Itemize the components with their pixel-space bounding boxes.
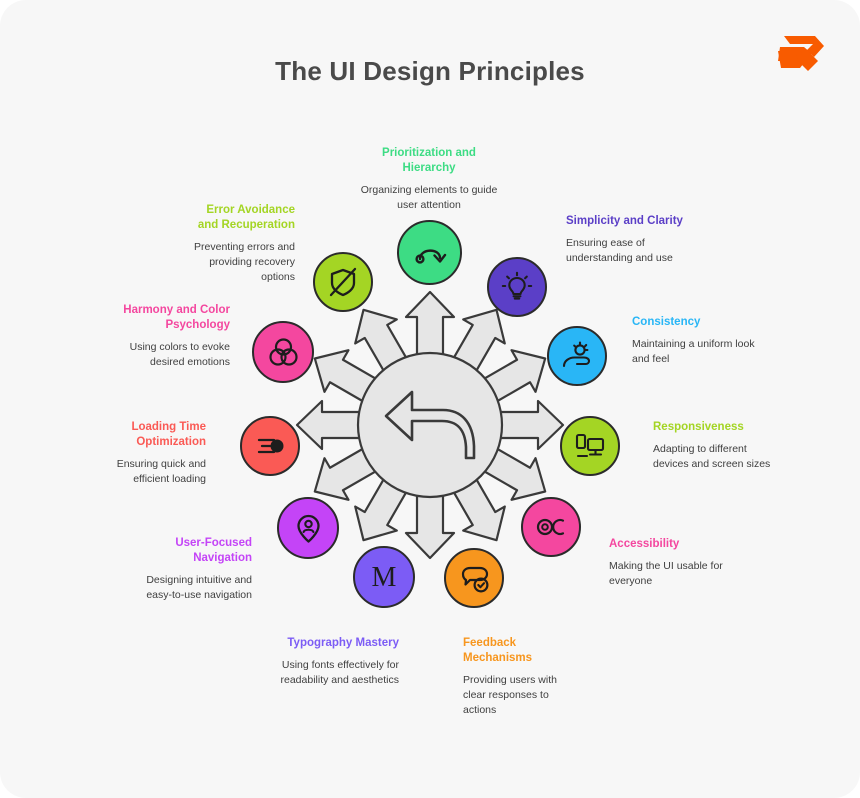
letter-m-icon: M <box>372 562 397 593</box>
label-desc: Designing intuitive and easy-to-use navi… <box>146 574 252 602</box>
label-simplicity-and-clarity: Simplicity and Clarity Ensuring ease of … <box>566 214 698 266</box>
node-typography-mastery[interactable]: M <box>353 546 415 608</box>
node-feedback-mechanisms[interactable] <box>444 548 504 608</box>
eye-contrast-icon <box>536 518 565 536</box>
label-title: Accessibility <box>609 538 680 550</box>
node-loading-time-optimization[interactable] <box>240 416 300 476</box>
label-desc: Preventing errors and providing recovery… <box>194 241 295 283</box>
color-wheel-icon <box>268 337 298 366</box>
page-title: The UI Design Principles <box>275 56 585 86</box>
label-desc: Maintaining a uniform look and feel <box>632 338 755 365</box>
label-title: Harmony and Color Psychology <box>123 304 230 332</box>
brand-logo-r-icon <box>774 30 826 74</box>
node-simplicity-and-clarity[interactable] <box>487 257 547 317</box>
label-title: Prioritization and Hierarchy <box>382 147 476 175</box>
label-title: Error Avoidance and Recuperation <box>197 204 295 232</box>
label-error-avoidance-and-recuperation: Error Avoidance and Recuperation Prevent… <box>185 203 295 284</box>
label-accessibility: Accessibility Making the UI usable for e… <box>609 537 735 589</box>
label-typography-mastery: Typography Mastery Using fonts effective… <box>277 636 400 688</box>
speech-bubble-check-icon <box>461 566 489 593</box>
node-error-avoidance-and-recuperation[interactable] <box>313 252 373 312</box>
node-user-focused-navigation[interactable] <box>277 497 339 559</box>
node-harmony-and-color-psychology[interactable] <box>252 321 314 383</box>
lightbulb-icon <box>501 271 533 300</box>
label-title: Simplicity and Clarity <box>566 215 683 227</box>
label-title: User-Focused Navigation <box>175 537 252 565</box>
label-title: Loading Time Optimization <box>131 421 206 449</box>
label-consistency: Consistency Maintaining a uniform look a… <box>632 315 762 367</box>
node-prioritization-and-hierarchy[interactable] <box>397 220 462 285</box>
label-desc: Providing users with clear responses to … <box>463 674 557 716</box>
label-title: Consistency <box>632 316 701 328</box>
shield-off-icon <box>329 267 357 297</box>
label-feedback-mechanisms: Feedback Mechanisms Providing users with… <box>463 636 581 717</box>
label-harmony-and-color-psychology: Harmony and Color Psychology Using color… <box>110 303 230 370</box>
undo-arrow-icon <box>384 390 476 460</box>
label-desc: Using fonts effectively for readability … <box>280 659 400 686</box>
map-pin-user-icon <box>296 514 320 543</box>
speed-meteor-icon <box>257 438 284 454</box>
label-desc: Ensuring ease of understanding and use <box>566 237 673 264</box>
label-desc: Using colors to evoke desired emotions <box>129 341 230 369</box>
label-desc: Making the UI usable for everyone <box>609 560 723 587</box>
node-responsiveness[interactable] <box>560 416 620 476</box>
label-title: Typography Mastery <box>287 637 399 649</box>
devices-icon <box>575 433 605 458</box>
label-desc: Adapting to different devices and screen… <box>653 443 771 470</box>
node-consistency[interactable] <box>547 326 607 386</box>
label-prioritization-and-hierarchy: Prioritization and Hierarchy Organizing … <box>358 146 500 213</box>
node-accessibility[interactable] <box>521 497 581 557</box>
central-hub <box>285 280 575 570</box>
svg-text:M: M <box>372 562 397 593</box>
curved-arrow-icon <box>414 248 446 264</box>
label-loading-time-optimization: Loading Time Optimization Ensuring quick… <box>108 420 206 487</box>
label-desc: Organizing elements to guide user attent… <box>360 184 498 212</box>
label-title: Feedback Mechanisms <box>463 637 533 665</box>
label-title: Responsiveness <box>653 421 744 433</box>
label-user-focused-navigation: User-Focused Navigation Designing intuit… <box>128 536 252 603</box>
label-desc: Ensuring quick and efficient loading <box>116 458 206 486</box>
hand-gear-icon <box>562 341 591 368</box>
label-responsiveness: Responsiveness Adapting to different dev… <box>653 420 775 472</box>
